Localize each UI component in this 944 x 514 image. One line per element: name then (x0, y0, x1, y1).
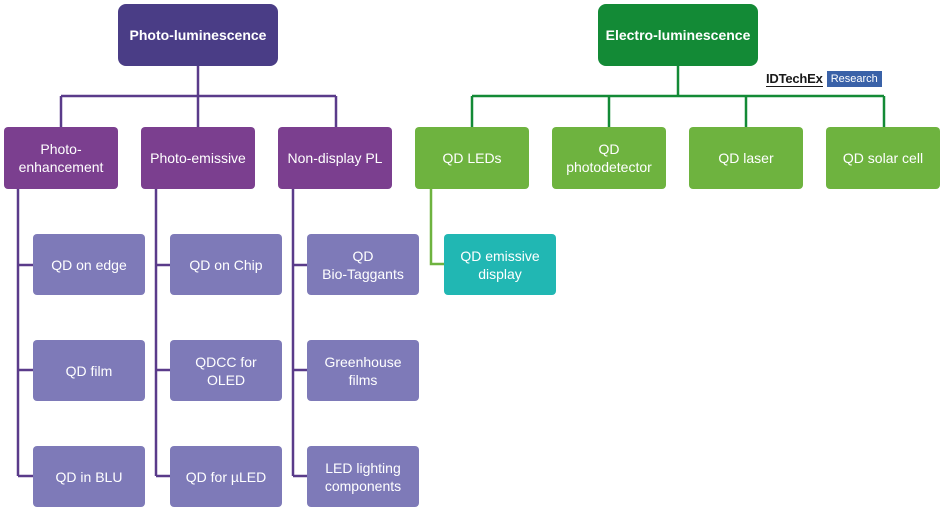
led-lighting-components-node: LED lighting components (307, 446, 419, 507)
qd-laser-node: QD laser (689, 127, 803, 189)
electro-connectors (470, 66, 886, 127)
photo-connectors (16, 66, 338, 478)
qd-film-node: QD film (33, 340, 145, 401)
logo-research-badge: Research (826, 71, 882, 87)
qd-leds-connector (429, 189, 444, 266)
electro-luminescence-node: Electro-luminescence (598, 4, 758, 66)
qd-photodetector-node: QD photodetector (552, 127, 666, 189)
qd-leds-node: QD LEDs (415, 127, 529, 189)
photo-emissive-node: Photo-emissive (141, 127, 255, 189)
greenhouse-films-node: Greenhouse films (307, 340, 419, 401)
qdcc-for-oled-node: QDCC for OLED (170, 340, 282, 401)
non-display-pl-node: Non-display PL (278, 127, 392, 189)
qd-on-edge-node: QD on edge (33, 234, 145, 295)
qd-in-blu-node: QD in BLU (33, 446, 145, 507)
idtechex-logo: IDTechEx Research (766, 70, 882, 88)
logo-wordmark: IDTechEx (766, 70, 823, 87)
qd-solar-cell-node: QD solar cell (826, 127, 940, 189)
qd-emissive-display-node: QD emissive display (444, 234, 556, 295)
photo-enhancement-node: Photo- enhancement (4, 127, 118, 189)
photo-luminescence-node: Photo-luminescence (118, 4, 278, 66)
qd-for-uled-node: QD for µLED (170, 446, 282, 507)
qd-bio-taggants-node: QD Bio-Taggants (307, 234, 419, 295)
qd-on-chip-node: QD on Chip (170, 234, 282, 295)
